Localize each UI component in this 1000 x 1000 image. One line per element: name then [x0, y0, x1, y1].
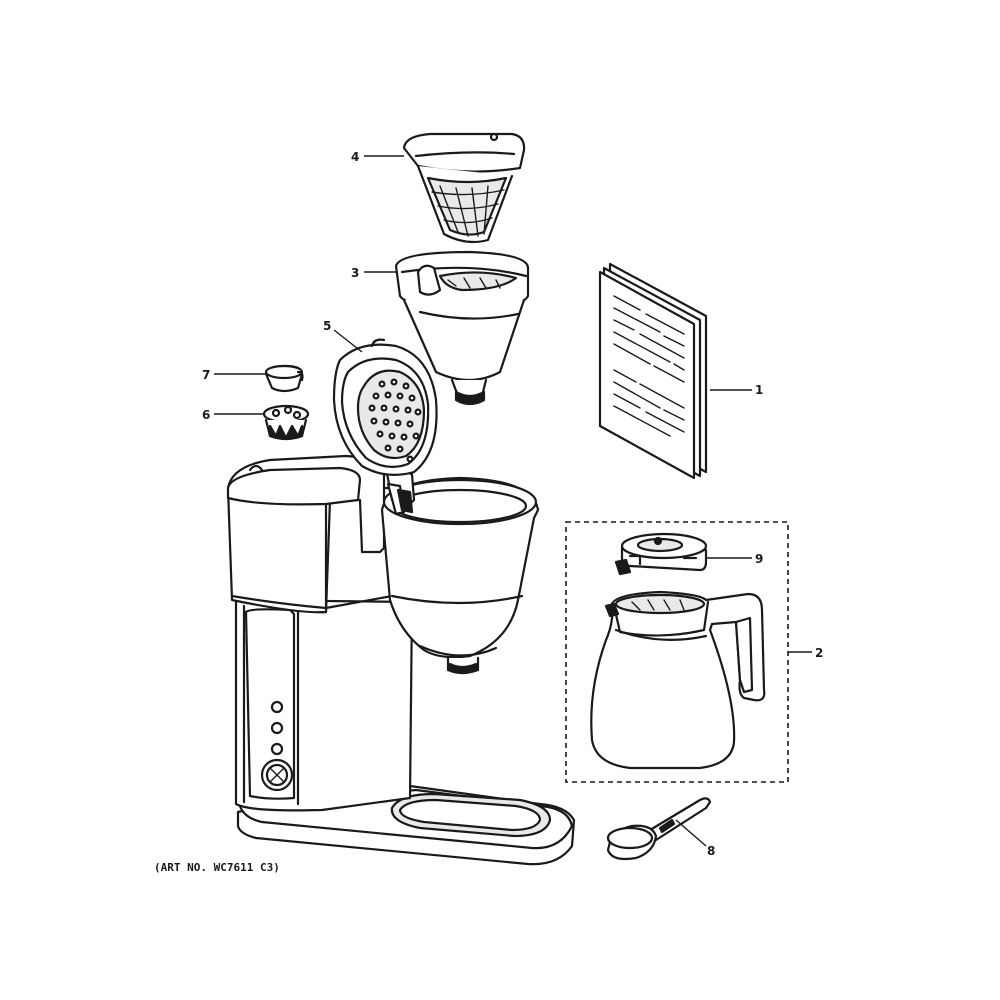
callout-6: 6: [202, 408, 210, 422]
callout-9: 9: [755, 552, 763, 566]
showerhead-lid-part[interactable]: [332, 338, 438, 477]
art-number-caption: (ART NO. WC7611 C3): [154, 861, 280, 874]
callout-3: 3: [351, 266, 359, 280]
showerhead-holes: [368, 378, 422, 463]
callout-5: 5: [323, 319, 331, 333]
callout-8: 8: [707, 844, 715, 858]
carafe-lid-part[interactable]: [614, 532, 708, 576]
mesh-filter-part[interactable]: [402, 132, 526, 244]
callout-1: 1: [755, 383, 763, 397]
brew-basket-part[interactable]: [394, 250, 530, 406]
leader-lines: [214, 155, 812, 847]
callout-4: 4: [351, 150, 359, 164]
callout-7: 7: [202, 368, 210, 382]
cap-part[interactable]: [264, 364, 304, 393]
measuring-scoop-part[interactable]: [606, 797, 712, 861]
thermal-carafe-part[interactable]: [590, 590, 766, 770]
callout-2: 2: [815, 646, 823, 660]
coffee-maker-body: [226, 454, 576, 866]
owners-manual-part[interactable]: [598, 262, 708, 480]
showerhead-insert-part[interactable]: [262, 404, 310, 441]
